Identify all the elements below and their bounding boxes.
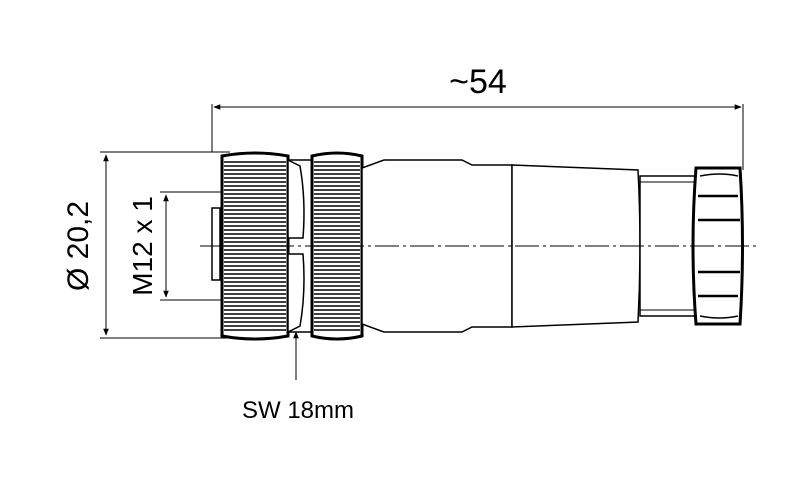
nut-gap-section — [287, 158, 312, 334]
overall-length-label: ~54 — [449, 63, 507, 101]
wrench-size-callout: SW 18mm — [242, 331, 354, 424]
diameter-dimension: Ø 20,2 — [62, 151, 230, 339]
diameter-label: Ø 20,2 — [62, 201, 95, 291]
overall-length-dimension: ~54 — [211, 63, 744, 170]
knurled-wrench-nut — [310, 151, 364, 341]
cable-gland-hex — [691, 166, 744, 326]
wrench-size-label: SW 18mm — [242, 397, 354, 424]
thread-dimension: M12 x 1 — [127, 191, 222, 301]
thread-label: M12 x 1 — [127, 196, 158, 296]
